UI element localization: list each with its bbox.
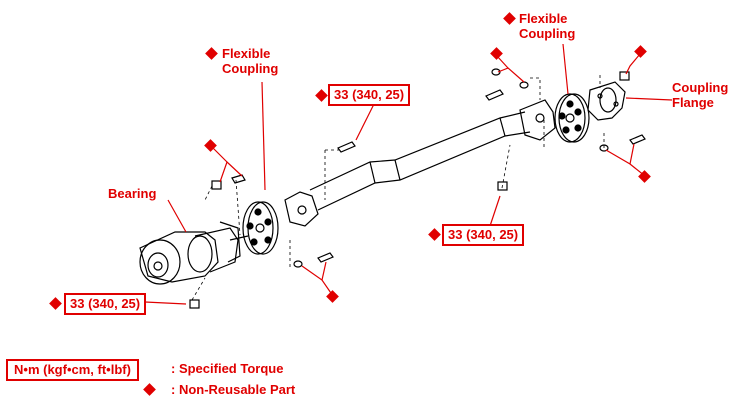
label-line: Coupling: [519, 26, 576, 41]
label-flexible-coupling-left: Flexible Coupling: [222, 46, 278, 76]
right-yoke: [519, 99, 556, 141]
label-line: Flexible: [222, 46, 271, 61]
legend-unit-box: N•m (kgf•cm, ft•lbf): [6, 359, 139, 381]
propeller-shaft-tube: [309, 111, 531, 211]
right-flexible-coupling: [554, 93, 590, 143]
left-yoke: [284, 191, 319, 227]
label-line: Coupling: [222, 61, 279, 76]
label-flexible-coupling-right: Flexible Coupling: [519, 11, 575, 41]
legend-non-reusable-part: : Non-Reusable Part: [171, 382, 296, 397]
legend-specified-torque: : Specified Torque: [171, 361, 284, 376]
coupling-flange: [587, 81, 626, 121]
fastener-bolts: [231, 89, 646, 263]
center-bearing-assembly: [139, 221, 249, 285]
leader-lines: [144, 43, 673, 305]
label-line: Flexible: [519, 11, 568, 26]
assembly-guide-lines: [191, 75, 605, 301]
label-coupling-flange: Coupling Flange: [672, 80, 728, 110]
left-flexible-coupling: [242, 201, 279, 255]
torque-box-right: 33 (340, 25): [442, 224, 525, 246]
torque-box-left: 33 (340, 25): [64, 293, 147, 315]
torque-box-center: 33 (340, 25): [328, 84, 411, 106]
label-line: Flange: [672, 95, 714, 110]
label-bearing: Bearing: [108, 186, 157, 201]
label-line: Coupling: [672, 80, 729, 95]
